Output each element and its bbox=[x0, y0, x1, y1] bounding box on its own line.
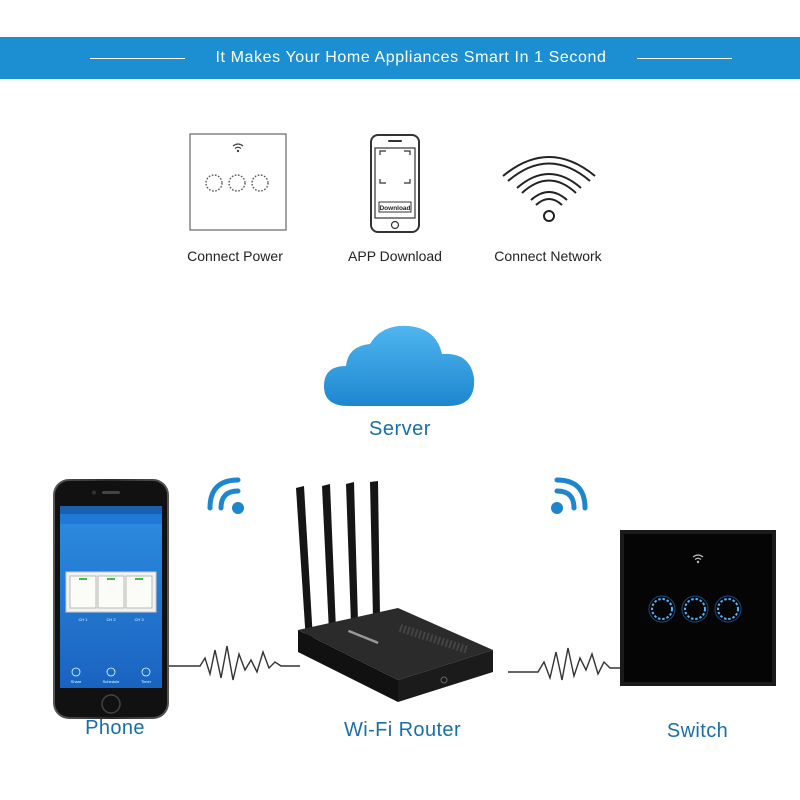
signal-wave-left bbox=[165, 640, 300, 685]
cloud-icon bbox=[320, 320, 480, 410]
download-button-text: Download bbox=[379, 205, 410, 212]
router-device: ▬▬▬▬ bbox=[288, 480, 498, 708]
nav-share-label: Share bbox=[71, 679, 82, 684]
phone-label: Phone bbox=[85, 717, 145, 739]
wifi-signal-left-icon bbox=[200, 470, 250, 518]
wifi-signal-right-icon bbox=[545, 470, 595, 518]
banner-divider-left bbox=[90, 58, 185, 59]
step-connect-power-label: Connect Power bbox=[187, 248, 283, 264]
wifi-icon bbox=[499, 148, 599, 224]
channel-3-label: CH 3 bbox=[134, 617, 144, 622]
switch-label: Switch bbox=[666, 720, 729, 742]
header-banner: It Makes Your Home Appliances Smart In 1… bbox=[0, 37, 800, 79]
step-app-download-label: APP Download bbox=[348, 248, 442, 264]
phone-device: CH 1 CH 2 CH 3 Share Schedule Timer bbox=[52, 478, 170, 720]
nav-timer-label: Timer bbox=[141, 679, 152, 684]
channel-2-label: CH 2 bbox=[106, 617, 116, 622]
banner-title: It Makes Your Home Appliances Smart In 1… bbox=[215, 49, 607, 66]
router-label: Wi-Fi Router bbox=[343, 719, 462, 741]
channel-1-label: CH 1 bbox=[78, 617, 88, 622]
phone-download-icon: Download bbox=[369, 134, 421, 234]
step-connect-network-label: Connect Network bbox=[494, 248, 602, 264]
banner-divider-right bbox=[637, 58, 732, 59]
touch-switch-icon bbox=[189, 133, 287, 231]
touch-switch-device bbox=[620, 530, 776, 686]
server-label: Server bbox=[369, 418, 431, 440]
nav-schedule-label: Schedule bbox=[103, 679, 120, 684]
signal-wave-right bbox=[508, 640, 620, 685]
